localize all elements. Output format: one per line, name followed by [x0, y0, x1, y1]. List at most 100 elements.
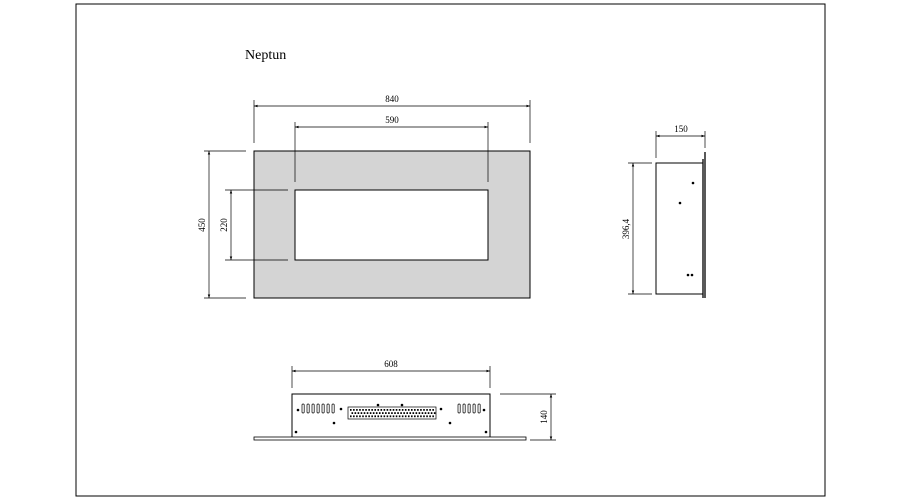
dim-140-label: 140	[539, 410, 549, 424]
grille-holes	[350, 409, 436, 418]
grille-hole	[392, 409, 395, 411]
grille-hole	[398, 415, 401, 418]
grille-hole	[353, 409, 355, 411]
grille-hole	[371, 415, 373, 418]
grille-hole	[369, 412, 372, 414]
side-screw	[678, 201, 682, 205]
front-opening	[294, 189, 489, 261]
grille-hole	[389, 415, 392, 418]
dim-220-label: 220	[219, 218, 229, 232]
front-view: 840 590 450 220	[197, 94, 531, 299]
grille-hole	[356, 409, 358, 411]
grille-hole	[395, 409, 398, 411]
side-screw	[690, 273, 694, 277]
right-vent-slots	[457, 403, 481, 414]
grille-hole	[400, 412, 402, 414]
bottom-screw	[332, 421, 336, 425]
grille-hole	[385, 412, 387, 414]
grille-hole	[365, 409, 367, 411]
grille-hole	[430, 412, 433, 414]
grille-hole	[417, 415, 419, 418]
grille-hole	[424, 412, 427, 414]
grille-hole	[374, 415, 376, 418]
grille-hole	[404, 409, 407, 411]
grille-hole	[403, 412, 405, 414]
grille-hole	[383, 409, 386, 411]
dim-590-label: 590	[385, 115, 399, 125]
side-view: 150 396,4	[621, 124, 706, 298]
grille-hole	[401, 415, 404, 418]
bottom-screw	[484, 430, 488, 434]
side-body	[655, 162, 704, 295]
grille-hole	[371, 409, 373, 411]
grille-hole	[423, 409, 425, 411]
bottom-screw	[439, 407, 443, 411]
grille-hole	[386, 409, 389, 411]
dim-396-label: 396,4	[621, 218, 631, 239]
grille-hole	[350, 409, 352, 411]
grille-hole	[414, 409, 416, 411]
grille-hole	[423, 415, 425, 418]
grille-hole	[394, 412, 396, 414]
grille-hole	[409, 412, 412, 414]
grille-hole	[368, 409, 370, 411]
grille-hole	[386, 415, 389, 418]
grille-hole	[389, 409, 392, 411]
grille-hole	[429, 415, 431, 418]
grille-hole	[417, 409, 419, 411]
dim-150-label: 150	[674, 124, 688, 134]
grille-hole	[418, 412, 421, 414]
bottom-screw	[482, 408, 486, 412]
grille-hole	[377, 409, 380, 411]
grille-hole	[407, 409, 410, 411]
dim-608-label: 608	[384, 359, 398, 369]
bottom-screw	[339, 407, 343, 411]
grille-hole	[411, 415, 413, 418]
grille-hole	[362, 409, 364, 411]
grille-hole	[433, 412, 436, 414]
grille-hole	[366, 412, 369, 414]
grille-hole	[420, 415, 422, 418]
side-screw	[686, 273, 690, 277]
grille-hole	[380, 415, 383, 418]
grille-hole	[421, 412, 424, 414]
grille-hole	[363, 412, 366, 414]
bottom-grille	[347, 406, 437, 420]
grille-hole	[380, 409, 383, 411]
grille-hole	[388, 412, 390, 414]
grille-hole	[404, 415, 407, 418]
grille-hole	[356, 415, 358, 418]
grille-hole	[350, 415, 352, 418]
grille-hole	[407, 415, 410, 418]
grille-hole	[365, 415, 367, 418]
grille-hole	[368, 415, 370, 418]
grille-hole	[360, 412, 363, 414]
bottom-screw	[296, 408, 300, 412]
grille-hole	[351, 412, 354, 414]
grille-hole	[397, 412, 399, 414]
grille-hole	[359, 415, 361, 418]
grille-hole	[420, 409, 422, 411]
grille-hole	[414, 415, 416, 418]
grille-hole	[391, 412, 393, 414]
side-screw	[691, 181, 695, 185]
grille-hole	[359, 409, 361, 411]
grille-hole	[392, 415, 395, 418]
bottom-view: 608 140	[253, 359, 556, 441]
grille-hole	[357, 412, 360, 414]
grille-hole	[432, 409, 434, 411]
grille-hole	[374, 409, 376, 411]
grille-hole	[426, 415, 428, 418]
grille-hole	[398, 409, 401, 411]
grille-hole	[395, 415, 398, 418]
grille-hole	[354, 412, 357, 414]
bottom-front-plate	[253, 436, 527, 441]
bottom-screw	[448, 421, 452, 425]
left-vent-slots	[301, 403, 335, 414]
grille-hole	[353, 415, 355, 418]
grille-hole	[432, 415, 434, 418]
grille-hole	[377, 415, 380, 418]
grille-hole	[362, 415, 364, 418]
grille-hole	[415, 412, 418, 414]
